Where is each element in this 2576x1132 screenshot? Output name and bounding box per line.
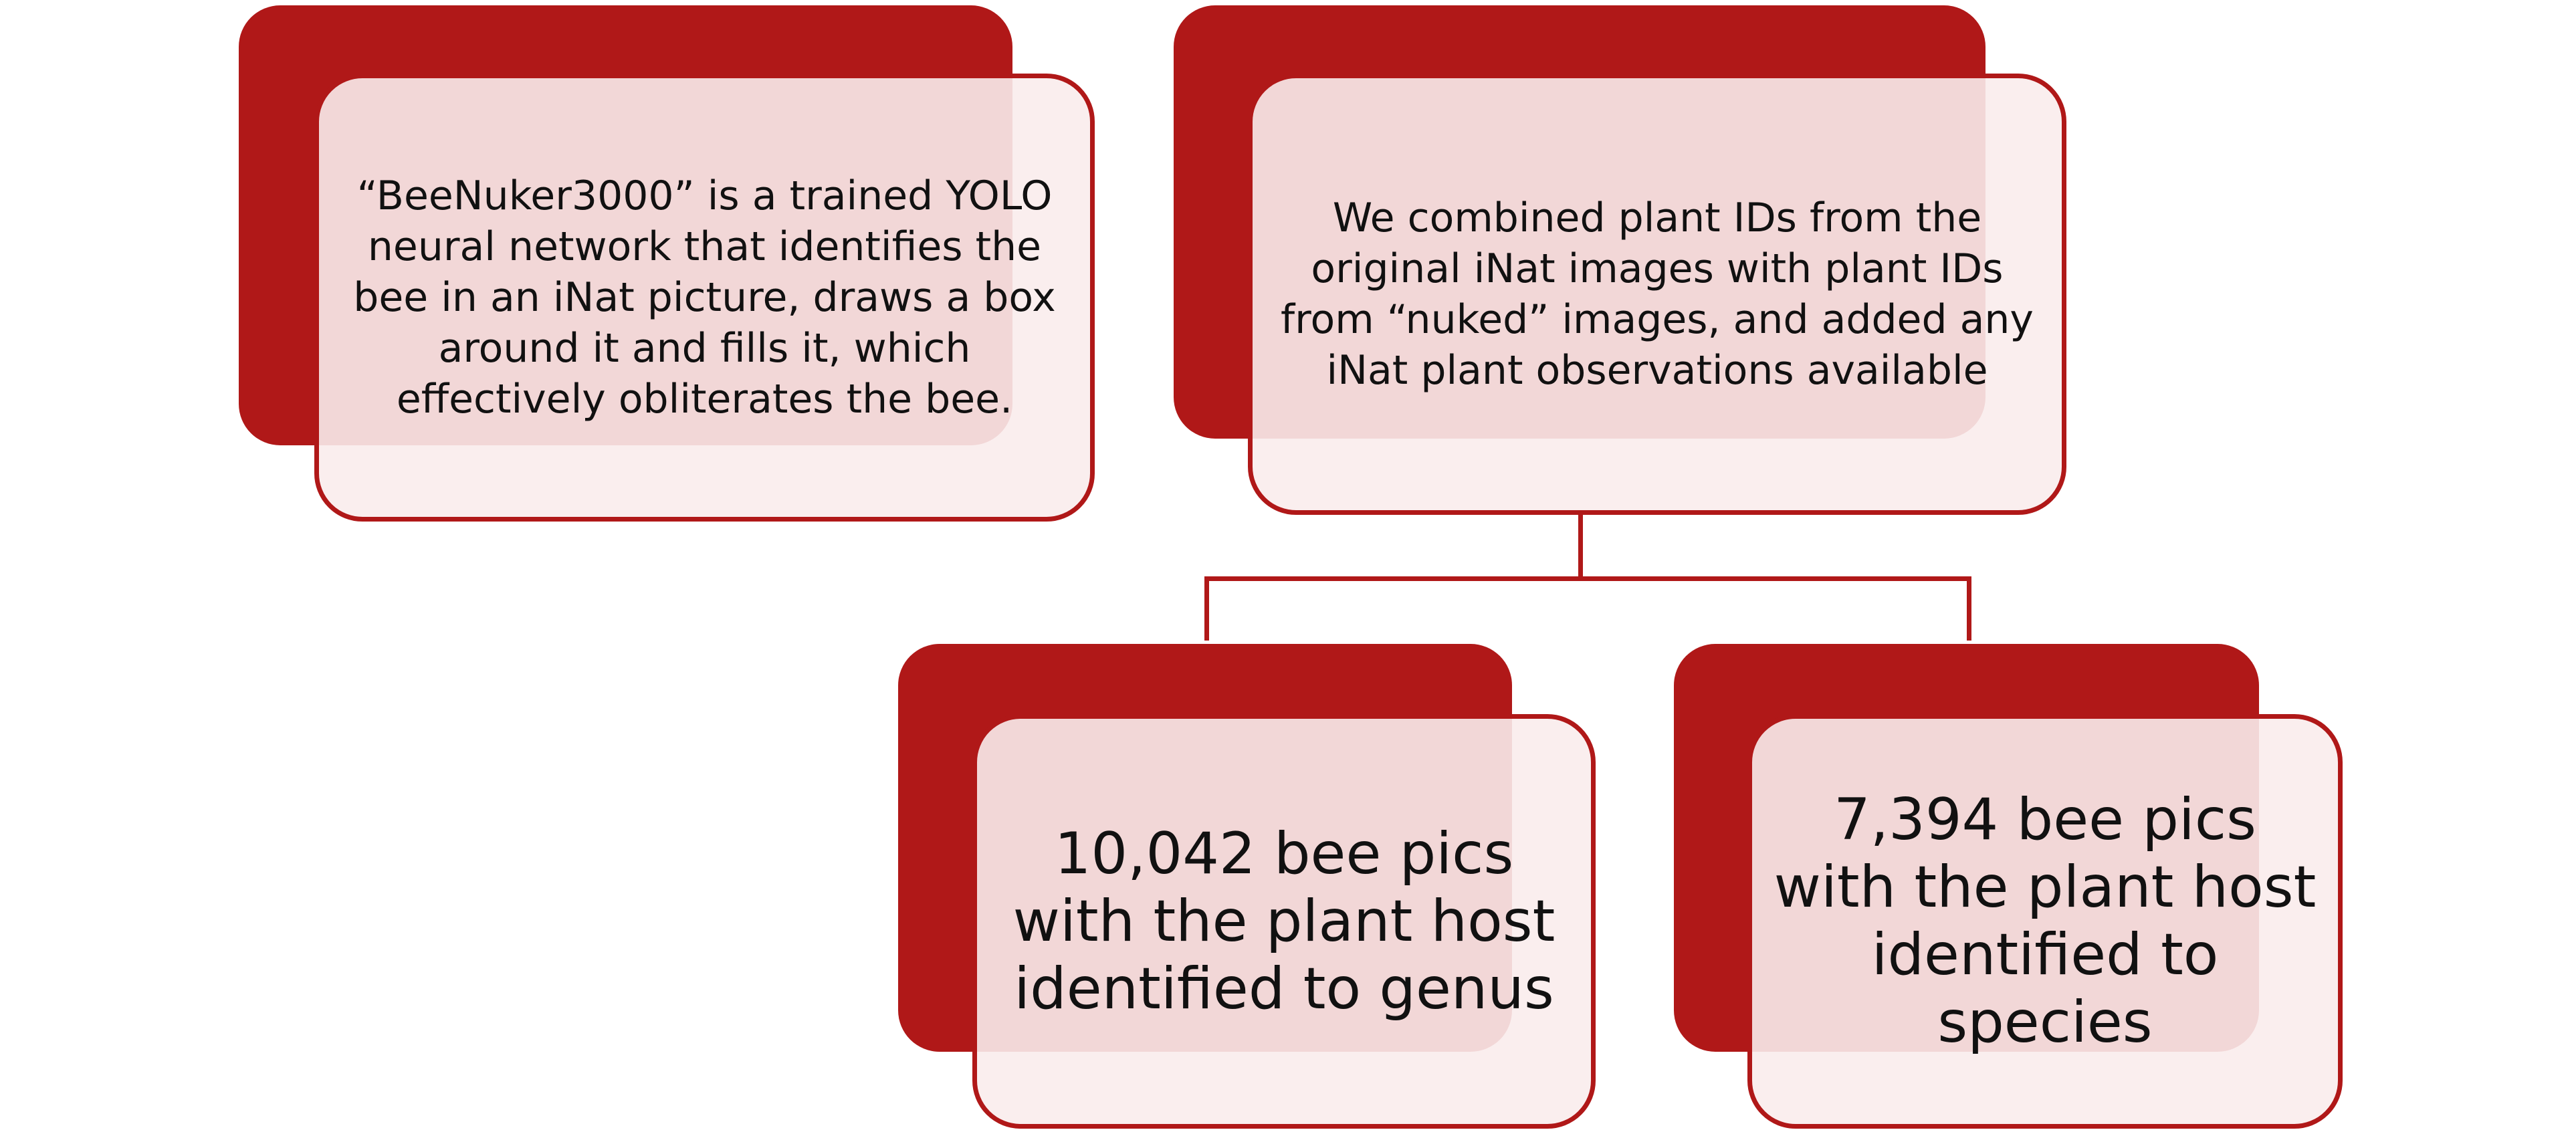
- species-text: 7,394 bee pics with the plant host ident…: [1774, 786, 2317, 1056]
- connector-trunk: [1578, 515, 1583, 580]
- beenuker-node: “BeeNuker3000” is a trained YOLO neural …: [314, 74, 1095, 522]
- connector-left-drop: [1204, 576, 1209, 641]
- connector-horizontal: [1204, 576, 1971, 581]
- combined-node: We combined plant IDs from the original …: [1248, 74, 2066, 515]
- combined-text: We combined plant IDs from the original …: [1281, 195, 2034, 394]
- connector-right-drop: [1967, 576, 1971, 641]
- beenuker-text: “BeeNuker3000” is a trained YOLO neural …: [353, 173, 1056, 423]
- species-node: 7,394 bee pics with the plant host ident…: [1747, 714, 2343, 1129]
- genus-node: 10,042 bee pics with the plant host iden…: [972, 714, 1596, 1129]
- genus-text: 10,042 bee pics with the plant host iden…: [1012, 820, 1555, 1022]
